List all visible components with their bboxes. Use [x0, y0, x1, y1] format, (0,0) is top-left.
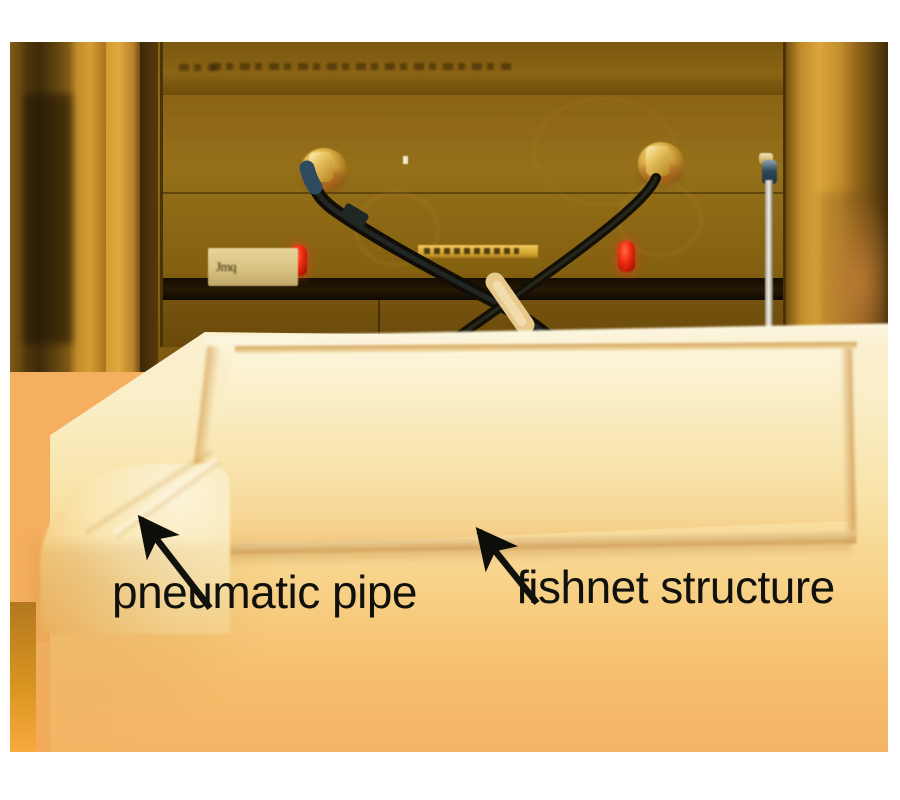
instrument-label-text: Jmq [216, 259, 237, 274]
rack-tape-strip [418, 245, 538, 258]
arrow-fishnet-structure [475, 526, 540, 606]
rack-tape-strip-text [424, 248, 519, 254]
rack-seam-upper [163, 192, 783, 194]
rack-brand-text [179, 64, 217, 71]
left-vertical-post [106, 42, 142, 372]
annotation-label-pneumatic-pipe: pneumatic pipe [112, 566, 417, 618]
rod-cap-icon [759, 153, 773, 164]
setup-photograph: Jmq [10, 42, 888, 752]
connector-right-nub [646, 146, 670, 176]
arrow-pneumatic-pipe [137, 514, 213, 610]
annotation-arrows [137, 514, 540, 610]
metal-rod [765, 180, 773, 348]
optical-table [10, 294, 888, 752]
cable-left-boot [299, 160, 323, 195]
table-left-edge-shadow [10, 602, 36, 752]
annotation-label-fishnet-structure: fishnet structure [516, 561, 835, 613]
left-post-shadow [140, 42, 158, 372]
left-frame-shadow [24, 94, 72, 344]
instrument-label: Jmq [208, 248, 298, 286]
fishnet-structure-slab [185, 344, 858, 549]
rod-blue-tip [762, 160, 777, 184]
rack-status-dot [403, 156, 408, 164]
cable-left-barrel [341, 203, 369, 227]
rack-lower-seam [378, 300, 380, 347]
rack-model-text [211, 63, 511, 70]
annotation-layer: pneumatic pipe fishnet structure [10, 42, 888, 752]
indicator-lamp-right [618, 241, 635, 272]
cloth-drape-shadow [30, 544, 270, 744]
brass-connector-right[interactable] [636, 142, 684, 188]
rack-top-panel [163, 42, 783, 97]
